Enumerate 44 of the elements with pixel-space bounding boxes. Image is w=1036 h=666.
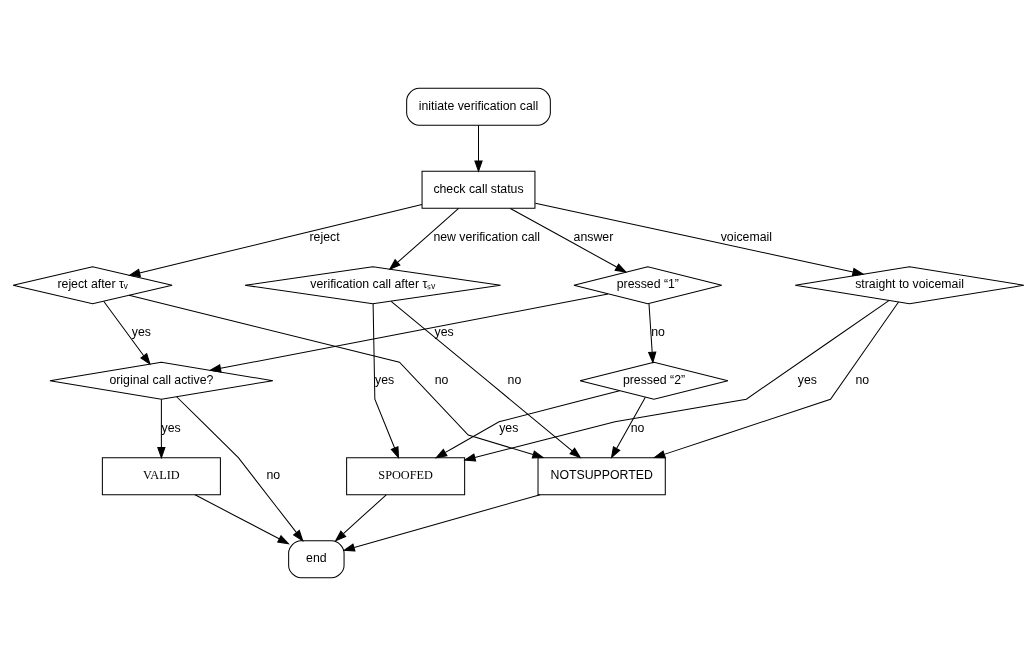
node-box: VALID <box>101 457 221 496</box>
arrow <box>127 204 422 277</box>
node-box: check call status <box>421 170 535 209</box>
arrow <box>175 396 304 542</box>
node-diamond: verification call after τₛᵥ <box>244 266 501 305</box>
edge-label: yes <box>131 325 151 340</box>
arrow <box>102 300 151 366</box>
node-diamond: pressed “2” <box>579 361 728 400</box>
edge-label: no <box>650 325 665 340</box>
edge-label: yes <box>374 372 394 387</box>
edge-label: answer <box>573 229 613 244</box>
node-box: NOTSUPPORTED <box>537 457 666 496</box>
arrow <box>342 494 541 552</box>
edge-label: no <box>265 468 280 483</box>
arrow <box>473 124 483 173</box>
edge-label: new verification call <box>432 229 540 244</box>
arrow <box>194 494 290 545</box>
node-box: SPOOFED <box>345 457 465 496</box>
edge-label: no <box>630 420 644 435</box>
edge-label: no <box>854 372 869 387</box>
arrow <box>509 207 627 273</box>
node-box: end <box>287 540 345 579</box>
edge-label: voicemail <box>720 229 772 244</box>
node-box: initiate verification call <box>405 87 551 126</box>
edge-label: yes <box>498 420 518 435</box>
arrow <box>647 303 656 365</box>
edge-label: yes <box>434 325 454 340</box>
arrow <box>434 390 620 459</box>
arrow <box>390 300 581 459</box>
arrow <box>372 303 399 459</box>
arrow <box>534 202 865 277</box>
arrow <box>462 300 889 462</box>
arrow <box>334 494 387 542</box>
arrow <box>156 398 166 460</box>
arrow <box>610 396 646 459</box>
edge-label: reject <box>309 229 340 244</box>
edge-label: no <box>507 372 521 387</box>
node-diamond: pressed “1” <box>572 266 722 305</box>
edge-label: no <box>434 372 448 387</box>
arrow <box>652 301 899 459</box>
arrow <box>128 294 545 459</box>
arrow <box>388 207 459 271</box>
arrow <box>208 293 609 373</box>
edge-label: yes <box>797 372 817 387</box>
